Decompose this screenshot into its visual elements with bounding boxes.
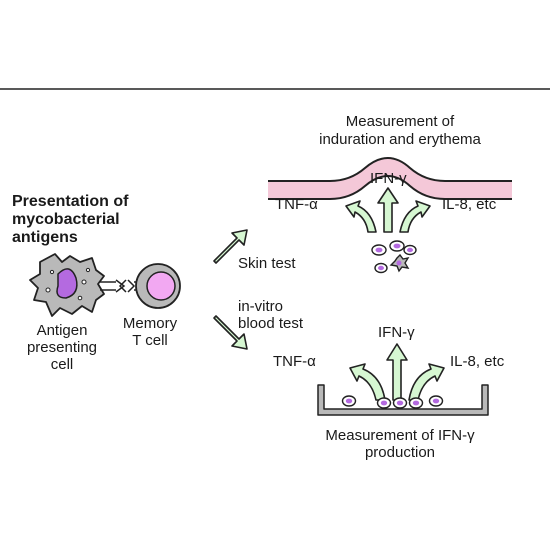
t-cell-nucleus	[146, 271, 176, 301]
apc-label-line-2: presenting	[26, 339, 98, 356]
blood-panel-caption-line-2: production	[364, 444, 436, 461]
culture-well	[317, 384, 489, 416]
skin-tnf-alpha-label: TNF-α	[275, 196, 318, 213]
presentation-title-line-1: Presentation of	[12, 193, 129, 210]
skin-test-label: Skin test	[238, 255, 296, 272]
blood-tnf-alpha-label: TNF-α	[273, 353, 316, 370]
apc-label-line-1: Antigen	[36, 322, 88, 339]
skin-ifn-gamma-label: IFN-γ	[370, 170, 407, 187]
presentation-title-line-3: antigens	[12, 229, 78, 246]
apc-nucleus	[56, 268, 78, 299]
blood-ifn-gamma-label: IFN-γ	[378, 324, 415, 341]
skin-test-arrow	[213, 229, 248, 264]
blood-panel-caption-line-1: Measurement of IFN-γ	[325, 427, 475, 444]
blood-test-label-line-2: blood test	[238, 315, 304, 332]
skin-cells	[371, 240, 417, 274]
apc-label-line-3: cell	[50, 356, 74, 373]
blood-cytokine-arrows	[349, 343, 445, 401]
memory-t-cell	[135, 263, 181, 309]
skin-panel-title-line-1: Measurement of	[345, 113, 455, 130]
skin-il8-label: IL-8, etc	[442, 196, 497, 213]
t-cell-label-line-1: Memory	[122, 315, 178, 332]
t-cell-label-line-2: T cell	[132, 332, 168, 349]
presentation-title-line-2: mycobacterial	[12, 211, 120, 228]
blood-test-label-line-1: in-vitro	[238, 298, 284, 315]
blood-cells	[341, 395, 444, 409]
blood-test-arrow	[213, 315, 248, 350]
skin-panel-title-line-2: induration and erythema	[319, 131, 481, 148]
skin-layer	[268, 157, 512, 200]
antigen-presenting-cell	[29, 253, 105, 317]
blood-il8-label: IL-8, etc	[450, 353, 505, 370]
skin-cytokine-arrows	[345, 187, 431, 233]
